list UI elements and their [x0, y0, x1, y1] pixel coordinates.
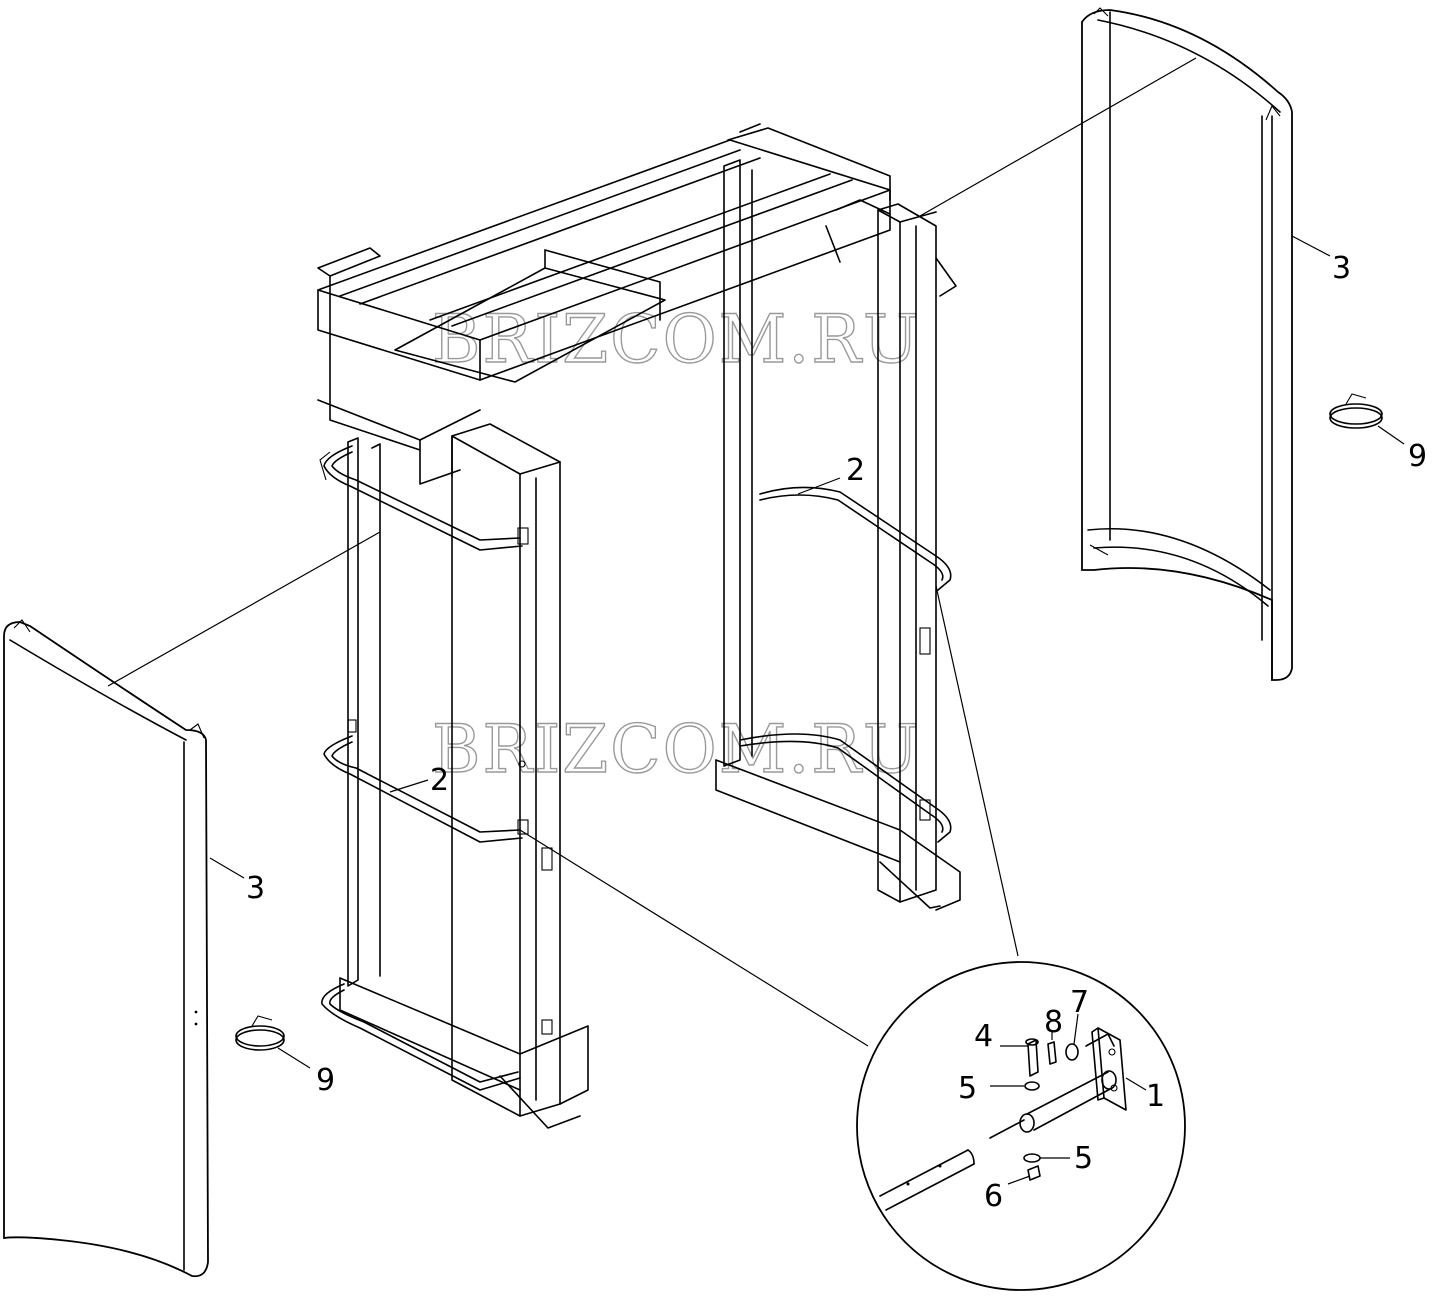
callout-bracket: 1	[1146, 1079, 1165, 1114]
callout-panel-left: 3	[246, 871, 265, 906]
callout-clip-right: 9	[1408, 439, 1427, 474]
top-frame	[317, 123, 891, 485]
back-right-post	[715, 159, 961, 911]
callout-washer-bottom: 5	[1074, 1141, 1093, 1176]
front-left-post	[319, 423, 589, 1129]
callout-rail-lower: 2	[430, 763, 449, 798]
watermark-bottom: BRIZCOM.RU	[432, 711, 921, 788]
right-cover-panel	[1081, 7, 1293, 681]
callout-washer-7: 7	[1070, 985, 1089, 1020]
rails	[321, 445, 952, 1091]
callout-clip-left: 9	[316, 1063, 335, 1098]
left-cover-panel	[3, 619, 209, 1278]
right-hose-clamp	[1329, 393, 1383, 429]
watermark-top: BRIZCOM.RU	[432, 301, 921, 378]
detail-view	[856, 961, 1186, 1291]
callout-part-8: 8	[1044, 1005, 1063, 1040]
callout-bolt: 4	[974, 1019, 993, 1054]
leader-lines	[107, 57, 1405, 1185]
callout-rail-upper: 2	[846, 453, 865, 488]
left-hose-clamp	[235, 1015, 285, 1051]
callout-nut: 6	[984, 1179, 1003, 1214]
callout-washer-top: 5	[958, 1071, 977, 1106]
callout-panel-right: 3	[1332, 251, 1351, 286]
